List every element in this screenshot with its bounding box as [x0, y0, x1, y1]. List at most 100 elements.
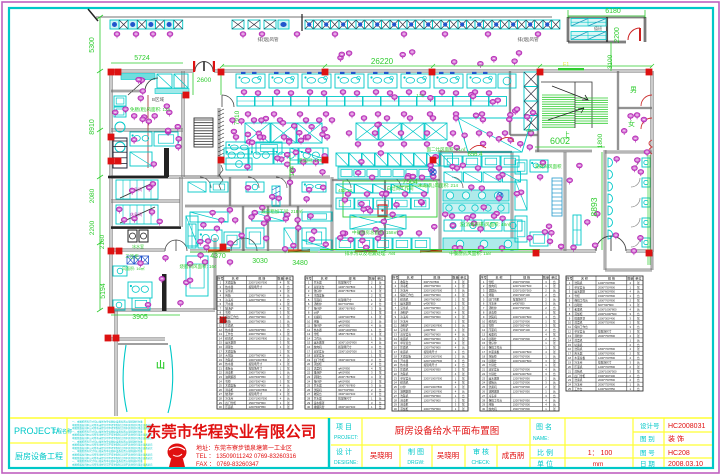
svg-text:一、本图纸所有尺寸均以毫米为单位图中设备位置以现场放样为准: 一、本图纸所有尺寸均以毫米为单位图中设备位置以现场放样为准 [72, 420, 143, 424]
svg-text:φ400*850: φ400*850 [513, 302, 525, 306]
svg-text:台: 台 [553, 328, 556, 332]
svg-text:绞肉机: 绞肉机 [225, 336, 233, 340]
svg-text:3: 3 [280, 315, 282, 319]
svg-text:图 别: 图 别 [640, 434, 655, 443]
svg-text:12: 12 [482, 328, 485, 332]
svg-text:2: 2 [630, 321, 632, 325]
svg-text:3: 3 [545, 302, 547, 306]
svg-text:HC2008031: HC2008031 [668, 423, 705, 430]
svg-text:豆浆机: 豆浆机 [400, 328, 408, 332]
svg-text:2200*1000*500: 2200*1000*500 [249, 396, 268, 400]
svg-text:22: 22 [307, 371, 310, 375]
svg-text:1: 1 [280, 375, 282, 379]
svg-text:TEL ： 13509011242 0769-832: TEL ： 13509011242 0769-83260316 [196, 454, 297, 460]
svg-text:台: 台 [379, 306, 382, 310]
svg-text:热水器: 热水器 [400, 363, 408, 367]
svg-text:24: 24 [307, 379, 310, 383]
svg-text:26: 26 [307, 388, 310, 392]
svg-text:1200*600*850: 1200*600*850 [249, 375, 267, 379]
svg-text:1: 1 [280, 302, 282, 306]
svg-text:18: 18 [482, 354, 485, 358]
svg-text:14: 14 [394, 337, 397, 341]
svg-text:2: 2 [280, 349, 282, 353]
svg-text:张: 张 [379, 366, 382, 370]
svg-text:台: 台 [379, 319, 382, 323]
svg-text:1200*700*800: 1200*700*800 [513, 319, 531, 323]
svg-text:1200*760*800: 1200*760*800 [424, 311, 442, 315]
svg-text:1500*760*800: 1500*760*800 [249, 319, 267, 323]
svg-text:风面积: 16㎡: 风面积: 16㎡ [122, 265, 145, 271]
svg-text:冷冻库: 冷冻库 [489, 394, 497, 398]
svg-text:4: 4 [630, 334, 632, 338]
svg-text:1: 1 [569, 281, 571, 285]
svg-text:台: 台 [379, 405, 382, 409]
svg-text:张: 张 [637, 334, 640, 338]
svg-text:1： 100: 1： 100 [588, 450, 613, 457]
svg-text:蒸饭柜: 蒸饭柜 [574, 312, 582, 316]
svg-text:5724: 5724 [134, 55, 150, 62]
svg-text:按现场尺寸: 按现场尺寸 [249, 285, 263, 289]
svg-text:1: 1 [371, 311, 373, 315]
svg-text:7: 7 [220, 306, 222, 310]
svg-text:洗碗机: 洗碗机 [574, 281, 582, 285]
svg-text:1500*760*800: 1500*760*800 [598, 294, 616, 298]
svg-text:大锅灶: 大锅灶 [489, 363, 497, 367]
svg-text:1200*760*800: 1200*760*800 [249, 298, 267, 302]
svg-text:和面机: 和面机 [400, 337, 408, 341]
svg-text:按现场尺寸: 按现场尺寸 [249, 392, 263, 396]
svg-text:绞肉机: 绞肉机 [489, 319, 497, 323]
svg-text:三连柜: 三连柜 [125, 253, 139, 260]
svg-text:台: 台 [553, 337, 556, 341]
svg-text:消毒柜: 消毒柜 [400, 403, 408, 407]
svg-text:4: 4 [455, 293, 457, 297]
svg-text:台: 台 [287, 384, 290, 388]
svg-text:台: 台 [287, 294, 290, 298]
svg-text:张: 张 [553, 407, 556, 411]
svg-text:4: 4 [280, 354, 282, 358]
svg-text:1800*760*800: 1800*760*800 [338, 384, 356, 388]
svg-text:11: 11 [307, 324, 310, 328]
svg-text:洗(消毒碗碟)风面积: 48㎡: 洗(消毒碗碟)风面积: 48㎡ [459, 221, 511, 228]
svg-text:φ400*850: φ400*850 [424, 328, 436, 332]
svg-text:单星盆台: 单星盆台 [400, 341, 411, 345]
svg-text:1: 1 [483, 280, 485, 284]
svg-text:台: 台 [553, 293, 556, 297]
svg-text:规 格: 规 格 [608, 275, 616, 280]
svg-text:张: 张 [637, 330, 640, 334]
svg-text:张: 张 [637, 369, 640, 373]
svg-text:冷冻库: 冷冻库 [400, 319, 408, 323]
svg-text:1: 1 [545, 363, 547, 367]
svg-text:2: 2 [308, 285, 310, 289]
svg-text:8: 8 [483, 311, 485, 315]
svg-text:台: 台 [379, 341, 382, 345]
svg-text:台: 台 [379, 281, 382, 285]
svg-text:1200*700*800: 1200*700*800 [338, 285, 356, 289]
svg-text:2: 2 [280, 358, 282, 362]
svg-text:张: 张 [462, 293, 465, 297]
svg-text:1: 1 [280, 328, 282, 332]
svg-text:地址：东莞市寮步镇泉塘第一工业区: 地址：东莞市寮步镇泉塘第一工业区 [196, 444, 292, 452]
svg-text:四眼灶: 四眼灶 [489, 337, 497, 341]
svg-text:17: 17 [307, 349, 310, 353]
svg-text:台: 台 [553, 398, 556, 402]
svg-text:双星盆台: 双星盆台 [314, 349, 325, 353]
svg-text:豆浆机: 豆浆机 [400, 306, 408, 310]
svg-text:热水器: 热水器 [225, 328, 233, 332]
svg-text:16: 16 [307, 345, 310, 349]
svg-text:26220: 26220 [371, 57, 394, 66]
svg-text:2: 2 [455, 354, 457, 358]
svg-text:名 称: 名 称 [407, 274, 414, 279]
svg-text:3: 3 [371, 306, 373, 310]
svg-text:冷冻库: 冷冻库 [574, 360, 582, 364]
svg-text:FAX ： 0769-83260347: FAX ： 0769-83260347 [196, 462, 259, 468]
svg-text:台: 台 [287, 354, 290, 358]
svg-text:木面案板: 木面案板 [225, 384, 236, 388]
svg-text:4: 4 [630, 281, 632, 285]
svg-text:1500*300*400: 1500*300*400 [513, 324, 531, 328]
svg-text:2: 2 [371, 281, 373, 285]
svg-text:1500*760*800: 1500*760*800 [513, 407, 531, 411]
svg-text:序号: 序号 [392, 274, 398, 279]
svg-text:1500*300*400: 1500*300*400 [598, 374, 616, 378]
svg-text:台: 台 [462, 324, 465, 328]
svg-text:1: 1 [630, 383, 632, 387]
